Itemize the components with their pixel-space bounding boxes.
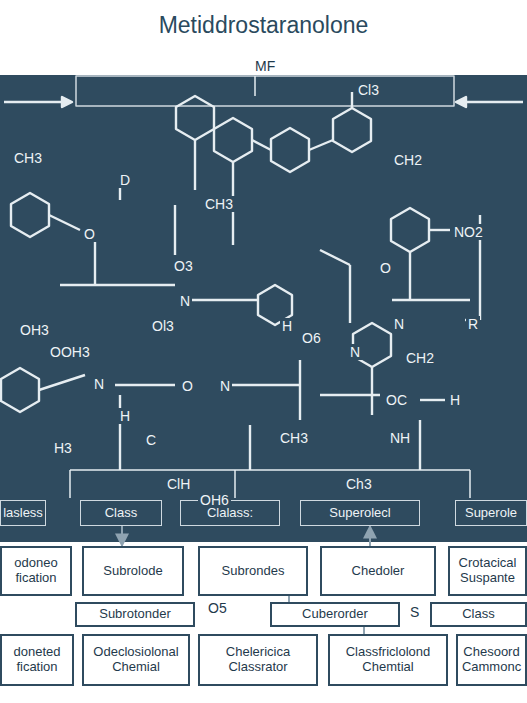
- class-box: Subrondes: [198, 546, 308, 596]
- box-text: Subrotonder: [99, 607, 171, 622]
- atom-label: ClH: [165, 476, 192, 492]
- atom-label: D: [118, 172, 132, 188]
- class-box: Chelericica Classrator: [198, 634, 318, 686]
- class-box: odoneo fication: [0, 546, 72, 596]
- connector: [121, 526, 123, 546]
- box-text: Subrolode: [103, 564, 162, 579]
- atom-label: O3: [172, 258, 195, 274]
- atom-label: OC: [384, 392, 409, 408]
- atom-label: R: [466, 316, 480, 332]
- atom-label: O6: [300, 330, 323, 346]
- atom-label: H: [448, 392, 462, 408]
- atom-label: CH2: [392, 152, 424, 168]
- box-text: Chelericica Classrator: [205, 645, 311, 675]
- atom-label: N: [348, 344, 362, 360]
- class-box: Cuberorder: [270, 602, 400, 627]
- box-text: Classfriclolond Chemtial: [335, 645, 441, 675]
- atom-label: OH6: [198, 492, 231, 508]
- atom-label: N: [92, 376, 106, 392]
- atom-label: O: [82, 226, 97, 242]
- atom-label: Ol3: [150, 318, 176, 334]
- atom-label: H: [118, 408, 132, 424]
- atom-label: OH3: [18, 322, 51, 338]
- atom-label: OOH3: [48, 344, 92, 360]
- atom-label: N: [392, 316, 406, 332]
- connector: [363, 627, 365, 634]
- atom-label: Ch3: [344, 476, 374, 492]
- connector: [369, 526, 371, 546]
- box-text: Cuberorder: [302, 607, 368, 622]
- box-text: Chesoord Cammonc: [462, 645, 521, 675]
- box-text: Superole: [465, 506, 517, 521]
- atom-label: C: [144, 432, 158, 448]
- box-text: Crotacical Suspante: [455, 556, 520, 586]
- diagram-title: Metiddrostaranolone: [0, 12, 527, 39]
- box-text: Class: [105, 506, 138, 521]
- class-box: Subrotonder: [75, 602, 195, 627]
- box-text: Chedoler: [352, 564, 405, 579]
- class-box: Superolecl: [300, 500, 420, 526]
- atom-label: Cl3: [356, 82, 381, 98]
- atom-label: CH3: [203, 196, 235, 212]
- atom-label: H3: [52, 440, 74, 456]
- class-box: Superole: [455, 500, 527, 526]
- class-box: Class: [430, 602, 527, 627]
- box-text: Superolecl: [329, 506, 390, 521]
- box-text: odoneo fication: [7, 556, 65, 586]
- atom-label: H: [280, 318, 294, 334]
- atom-label: NH: [388, 430, 412, 446]
- class-box: doneted fication: [0, 634, 74, 686]
- box-text: Subrondes: [222, 564, 285, 579]
- class-box: Chesoord Cammonc: [456, 634, 527, 686]
- class-box: lasless: [0, 500, 46, 526]
- atom-label: S: [408, 604, 421, 620]
- class-box: Subrolode: [82, 546, 184, 596]
- atom-label: MF: [253, 58, 277, 74]
- atom-label: N: [218, 378, 232, 394]
- box-text: Odeclosiolonal Chemial: [89, 645, 183, 675]
- box-text: lasless: [3, 506, 43, 521]
- atom-label: CH2: [404, 350, 436, 366]
- box-text: doneted fication: [7, 645, 67, 675]
- atom-label: NO2: [452, 224, 485, 240]
- class-box: Odeclosiolonal Chemial: [82, 634, 190, 686]
- class-box: Class: [80, 500, 162, 526]
- class-box: Crotacical Suspante: [448, 546, 527, 596]
- atom-label: CH3: [278, 430, 310, 446]
- class-box: Classfriclolond Chemtial: [328, 634, 448, 686]
- atom-label: N: [178, 293, 192, 309]
- atom-label: O5: [206, 600, 229, 616]
- atom-label: O: [180, 378, 195, 394]
- atom-label: O: [378, 260, 393, 276]
- class-box: Chedoler: [320, 546, 436, 596]
- box-text: Class: [462, 607, 495, 622]
- atom-label: CH3: [12, 150, 44, 166]
